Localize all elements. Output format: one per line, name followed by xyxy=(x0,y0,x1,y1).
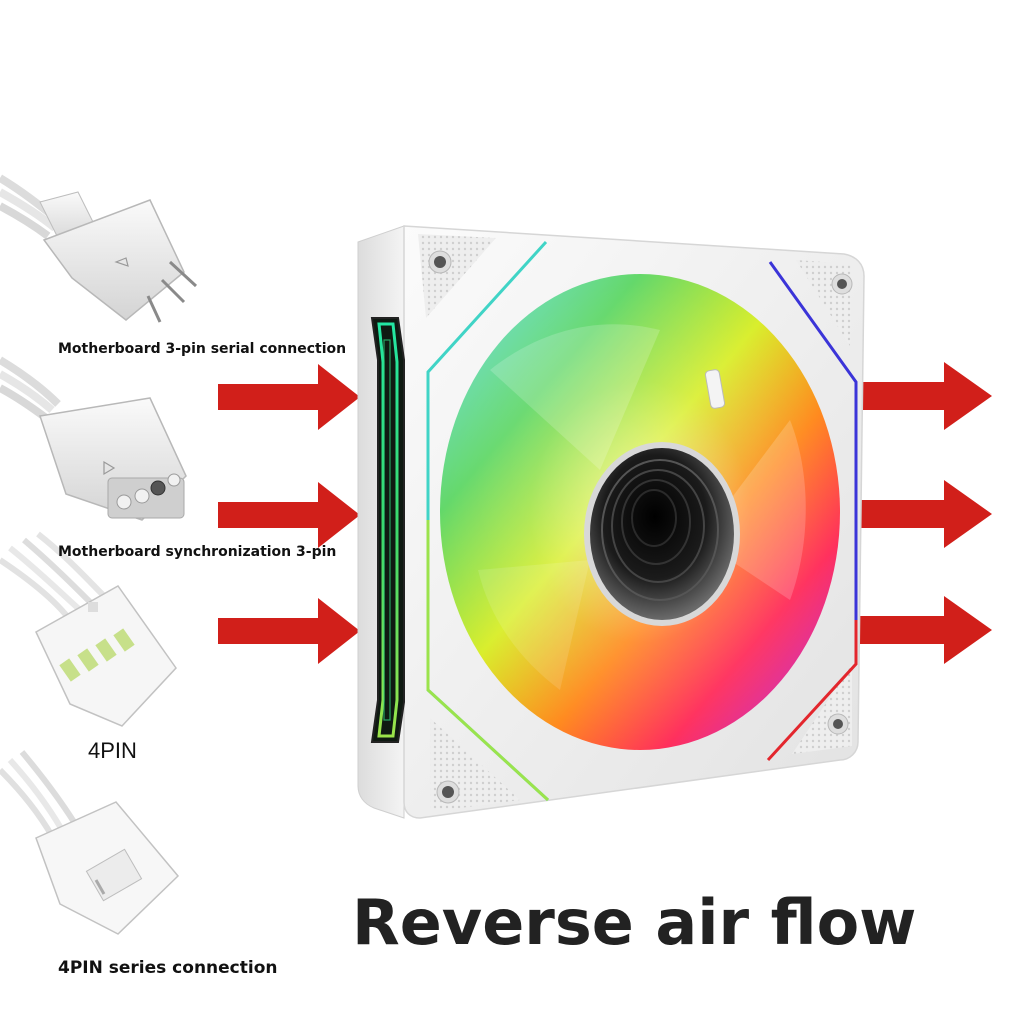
serial-3pin-caption: Motherboard 3-pin serial connection xyxy=(58,341,347,357)
fourpin-caption: 4PIN xyxy=(88,738,137,763)
headline: Reverse air flow xyxy=(352,886,917,959)
fourpin-series-connector xyxy=(0,750,180,935)
exhaust-arrows xyxy=(836,362,992,664)
serial-3pin-connector xyxy=(0,174,198,323)
fourpin-connector xyxy=(0,531,177,727)
sync-3pin-caption: Motherboard synchronization 3-pin xyxy=(58,544,337,560)
red-arrow-icon xyxy=(836,362,992,430)
intake-arrows xyxy=(218,364,360,664)
rgb-fan xyxy=(357,225,865,819)
fourpin-series-caption: 4PIN series connection xyxy=(58,958,278,978)
red-arrow-icon xyxy=(836,596,992,664)
red-arrow-icon xyxy=(218,364,360,430)
sync-3pin-connector xyxy=(0,356,187,521)
red-arrow-icon xyxy=(218,482,360,548)
red-arrow-icon xyxy=(218,598,360,664)
red-arrow-icon xyxy=(836,480,992,548)
